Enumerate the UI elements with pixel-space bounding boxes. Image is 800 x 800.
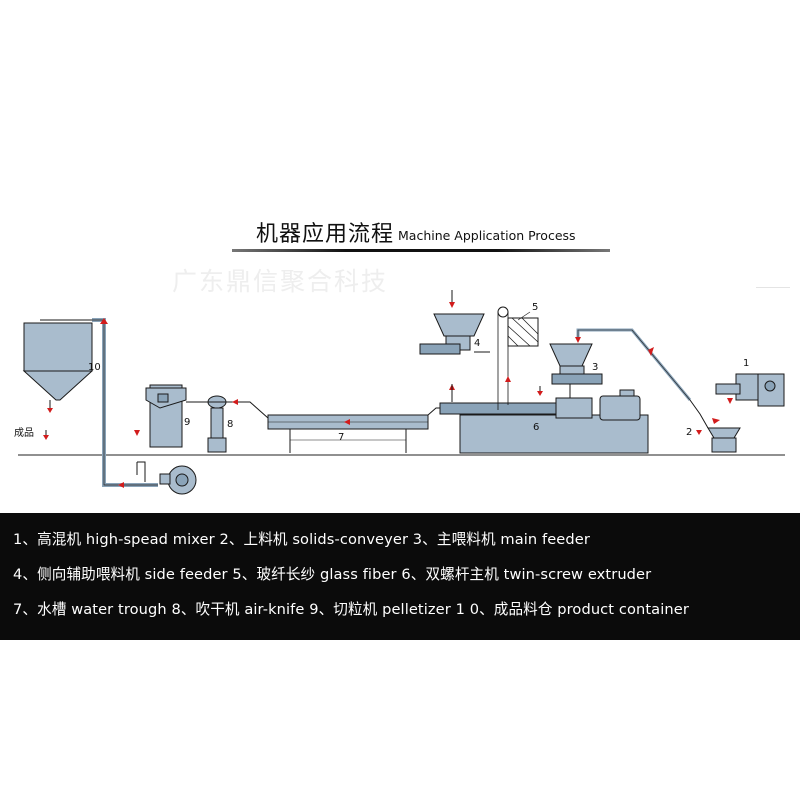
title-english: Machine Application Process [398, 228, 576, 243]
process-diagram: 成品 10 9 8 7 [14, 290, 785, 495]
finished-product-label: 成品 [14, 427, 34, 439]
legend-line-2: 4、侧向辅助喂料机 side feeder 5、玻纤长纱 glass fiber… [13, 566, 652, 583]
title-block: 机器应用流程 Machine Application Process [0, 214, 800, 254]
title-chinese: 机器应用流程 [256, 222, 395, 247]
label-9: 9 [184, 417, 190, 428]
label-7: 7 [338, 432, 344, 443]
title-underline [232, 249, 610, 252]
label-4: 4 [474, 338, 480, 349]
legend-line-3: 7、水槽 water trough 8、吹干机 air-knife 9、切粒机 … [13, 601, 689, 618]
watermark: 广东鼎信聚合科技 [172, 267, 389, 296]
air-knife [207, 395, 227, 453]
label-8: 8 [227, 419, 233, 430]
blower [159, 465, 197, 495]
conveying-pipe [92, 318, 158, 487]
glass-fiber [497, 306, 539, 347]
watermark-dash [756, 287, 790, 288]
side-feeder [419, 313, 485, 355]
label-10: 10 [88, 362, 101, 373]
label-5: 5 [532, 302, 538, 313]
legend-line-1: 1、高混机 high-spead mixer 2、上料机 solids-conv… [13, 531, 590, 548]
label-6: 6 [533, 422, 539, 433]
product-container [22, 319, 94, 413]
main-feeder [549, 343, 603, 398]
legend-band: 1、高混机 high-spead mixer 2、上料机 solids-conv… [0, 513, 800, 640]
label-3: 3 [592, 362, 598, 373]
high-speed-mixer [715, 373, 785, 407]
pelletizer [145, 384, 187, 448]
label-1: 1 [743, 358, 749, 369]
label-2: 2 [686, 427, 692, 438]
twin-screw-extruder [439, 389, 649, 454]
